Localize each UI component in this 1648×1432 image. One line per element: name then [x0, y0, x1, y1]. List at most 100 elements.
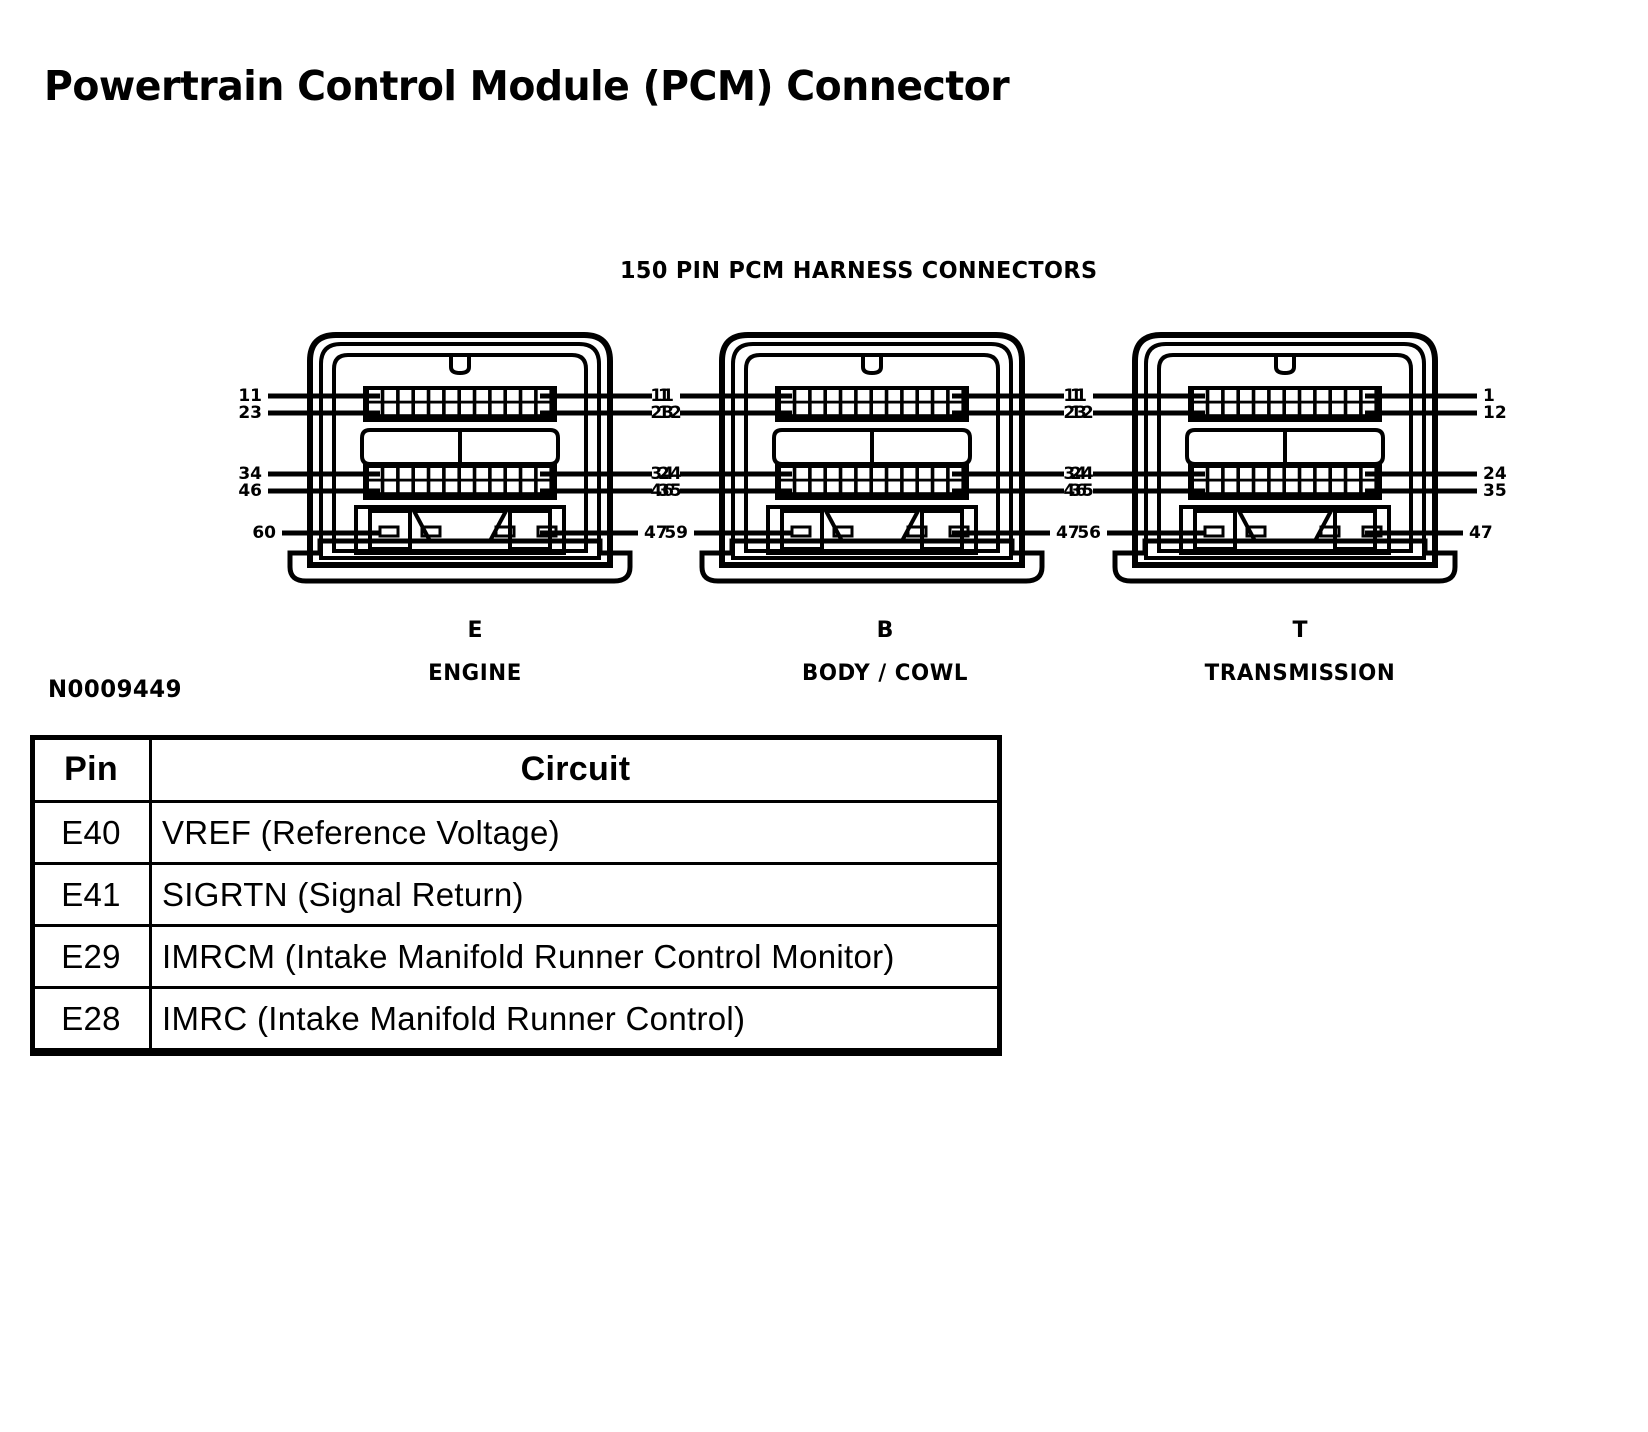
pin-label-right-4: 47 [1469, 523, 1493, 543]
connector-flange [1112, 538, 1458, 584]
pin-label-right-1: 12 [1483, 403, 1507, 423]
pin-cavity [919, 390, 931, 401]
connector-shell-2 [744, 353, 1000, 553]
pin-cavity [903, 390, 916, 401]
table-header-row: Pin Circuit [30, 735, 1002, 803]
latch-left-block [368, 509, 412, 551]
connector-shell-1 [1144, 342, 1426, 560]
pin-cavity [415, 403, 427, 415]
pin-cavity [430, 468, 443, 479]
pin-cavity [934, 390, 947, 401]
pin-cavity [796, 390, 809, 401]
pin-label-left-3: 46 [1063, 481, 1087, 501]
pin-cavity [903, 403, 916, 415]
pin-cavity [1224, 468, 1237, 479]
pin-cavity [430, 481, 443, 493]
pin-label-left-0: 11 [650, 386, 674, 406]
pin-cavity [384, 481, 397, 493]
pin-cavity [461, 481, 473, 493]
pin-cavity [811, 403, 824, 415]
pin-cavity [1209, 481, 1222, 493]
connector-shell-1 [319, 342, 601, 560]
latch-slot-0 [378, 525, 400, 538]
connector-body-E [287, 332, 633, 584]
pin-cavity [873, 390, 885, 401]
pin-cavity [1255, 390, 1268, 401]
pin-label-left-4: 60 [252, 523, 276, 543]
pin-cavity [461, 403, 473, 415]
pin-cavity [857, 403, 870, 415]
pin-cavity [1255, 481, 1268, 493]
pin-label-right-4: 47 [644, 523, 668, 543]
pin-cavity [491, 481, 504, 493]
pin-cavity [1224, 481, 1237, 493]
shell-notch [449, 355, 471, 376]
pin-cavity [1332, 481, 1344, 493]
pin-label-left-4: 59 [664, 523, 688, 543]
pin-cavity [1362, 481, 1375, 493]
connector-shell-0 [307, 332, 613, 568]
pin-cavity [934, 403, 947, 415]
latch-frame [354, 505, 566, 555]
connector-flange [287, 538, 633, 584]
pin-cavity [384, 468, 397, 479]
pin-label-right-0: 1 [658, 386, 670, 406]
pin-cavity [1240, 403, 1252, 415]
pin-cavity [1270, 481, 1283, 493]
pin-cavity [476, 403, 489, 415]
latch-frame [766, 505, 978, 555]
pin-cavity [1224, 390, 1237, 401]
pin-label-right-0: 1 [1483, 386, 1495, 406]
pin-label-left-3: 46 [650, 481, 674, 501]
pin-label-right-2: 24 [1070, 464, 1094, 484]
latch-slot-1 [420, 525, 442, 538]
pin-cavity [827, 390, 839, 401]
pin-cavity [1209, 390, 1222, 401]
pin-cavity [491, 403, 504, 415]
pin-cavity [888, 403, 901, 415]
pin-cavity [842, 468, 855, 479]
latch-slot-1 [832, 525, 854, 538]
pin-cavity [1316, 390, 1329, 401]
pin-cavity [1347, 403, 1360, 415]
pin-cavity [796, 481, 809, 493]
pin-cavity [873, 403, 885, 415]
latch-frame [1179, 505, 1391, 555]
cell-pin: E41 [30, 862, 152, 927]
shell-notch [861, 355, 883, 376]
pin-cavity [415, 468, 427, 479]
shell-notch [1274, 355, 1296, 376]
pin-label-left-2: 34 [238, 464, 262, 484]
pin-cavity [1301, 390, 1314, 401]
pin-cavity [507, 481, 519, 493]
cell-pin: E29 [30, 924, 152, 989]
column-header-circuit: Circuit [149, 735, 1002, 803]
pin-label-right-2: 24 [1483, 464, 1507, 484]
pin-label-left-1: 23 [238, 403, 262, 423]
pin-cavity [1286, 481, 1298, 493]
pin-cavity [522, 481, 535, 493]
pin-cavity [888, 468, 901, 479]
pin-label-right-1: 12 [1070, 403, 1094, 423]
pin-cavity [919, 403, 931, 415]
pin-label-left-2: 34 [1063, 464, 1087, 484]
pin-cavity [842, 481, 855, 493]
pin-cavity [1301, 468, 1314, 479]
pin-cavity [1316, 468, 1329, 479]
connector-caption-0: ENGINE [428, 661, 522, 686]
pin-label-left-4: 56 [1077, 523, 1101, 543]
connector-shell-0 [1132, 332, 1438, 568]
pin-cavity [903, 468, 916, 479]
pin-cavity [1286, 468, 1298, 479]
pin-cavity [1270, 403, 1283, 415]
pin-cavity [1332, 403, 1344, 415]
latch-slot-0 [1203, 525, 1225, 538]
guide-slot [772, 428, 972, 466]
pin-cavity [903, 481, 916, 493]
pin-cavity [384, 403, 397, 415]
pin-cavity [507, 468, 519, 479]
latch-slot-1 [1245, 525, 1267, 538]
